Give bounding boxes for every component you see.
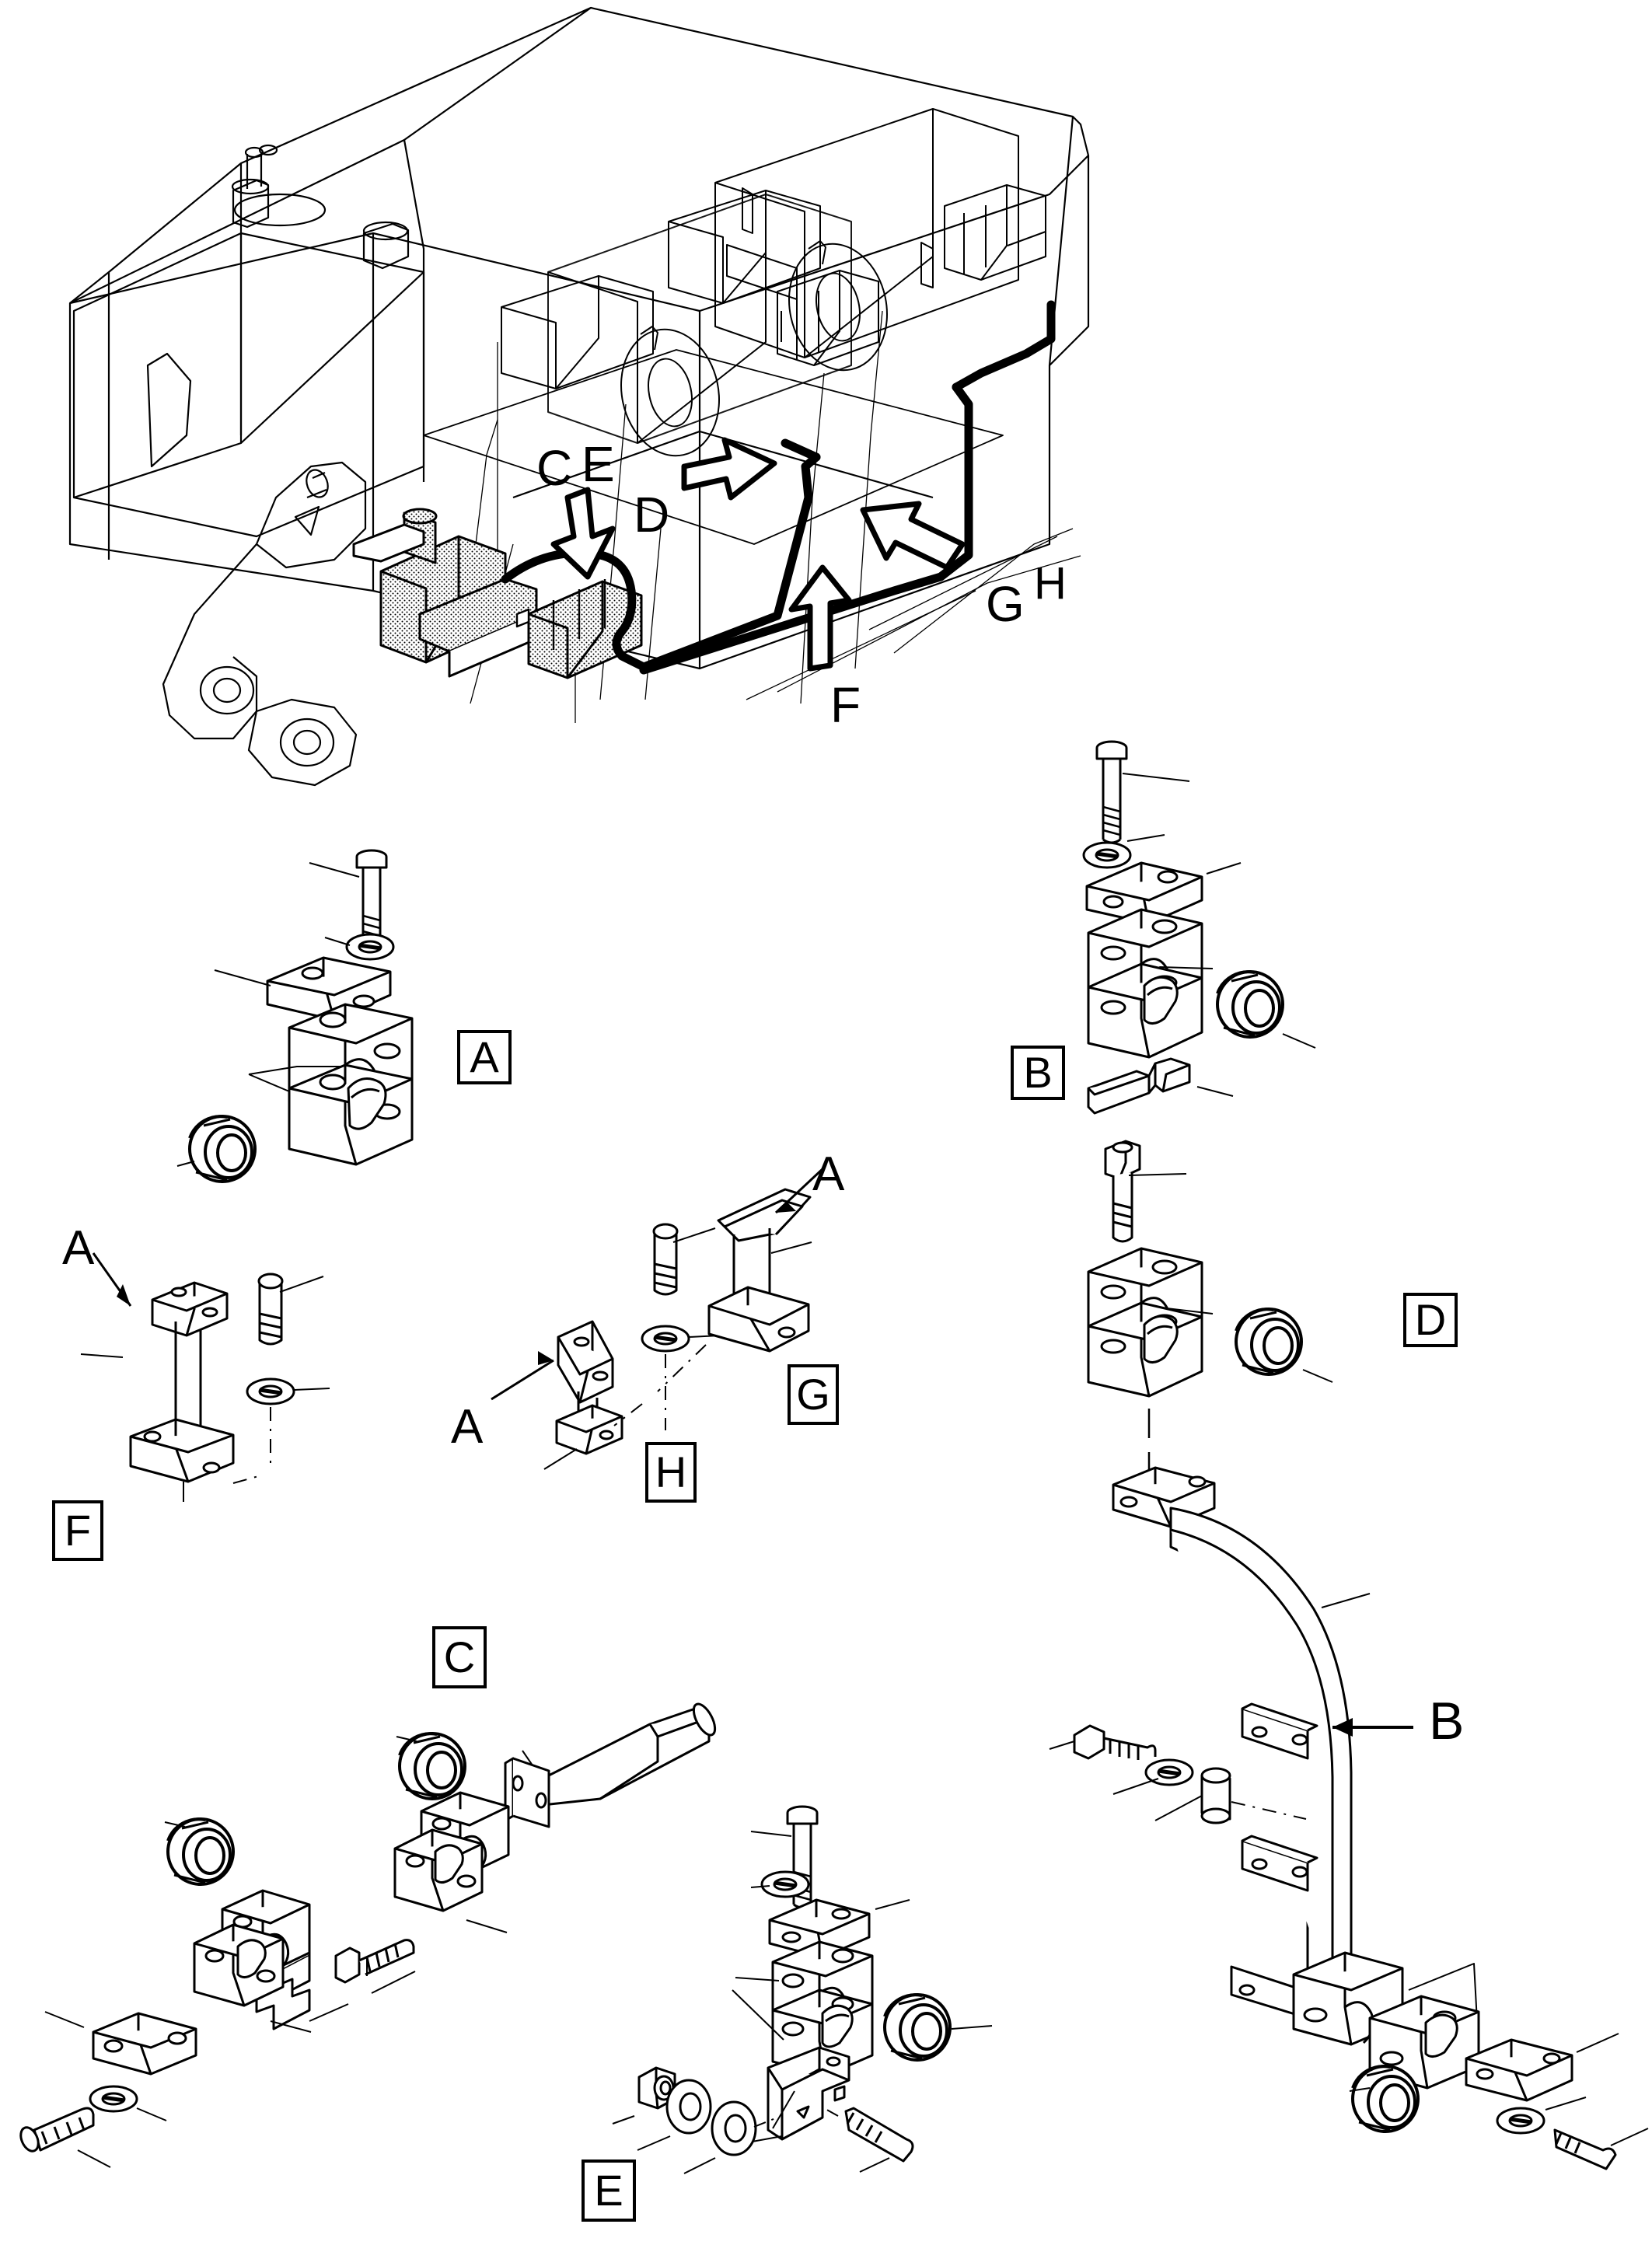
section-label-d: D [1403,1293,1458,1347]
section-b-art [1084,740,1333,1475]
section-d-art [1049,1466,1649,2170]
section-label-b: B [1011,1046,1065,1100]
overview-callout-e: E [582,436,615,492]
arrow-label-a-h: A [451,1400,484,1454]
machine-overview-art [68,6,1090,787]
section-c-art [19,1702,717,2168]
arrow-label-b-curve: B [1429,1692,1465,1751]
arrow-label-a-f: A [62,1221,95,1275]
section-label-c: C [432,1626,487,1688]
overview-callout-h: H [1034,558,1067,609]
section-label-g: G [788,1364,839,1425]
section-label-h: H [645,1442,697,1503]
overview-callout-f: F [830,677,861,733]
overview-callout-d: D [634,487,670,543]
section-label-f: F [52,1500,103,1561]
section-e-art [612,1805,993,2174]
section-label-a: A [457,1030,512,1084]
section-f-art [80,1252,330,1502]
section-label-e: E [582,2159,636,2222]
overview-callout-c: C [536,440,573,496]
arrow-label-a-g: A [812,1147,845,1201]
section-a-art [176,849,414,1183]
section-h-art [491,1223,721,1470]
section-g-art [613,1166,826,1426]
overview-callout-g: G [986,576,1025,632]
